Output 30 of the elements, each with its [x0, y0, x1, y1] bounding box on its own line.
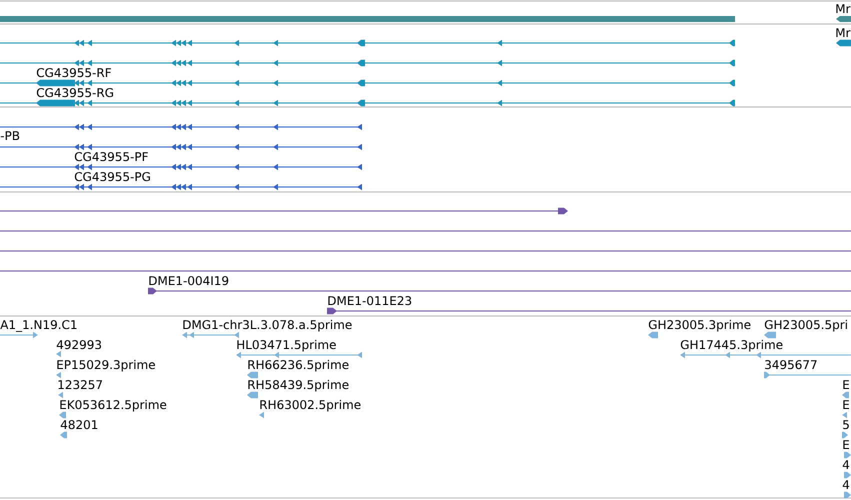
feature-label: CG43955-PF [74, 152, 148, 162]
feature-label: -PB [0, 131, 20, 140]
feature-label: 3495677 [765, 360, 817, 370]
feature-label: 5 [843, 420, 849, 430]
feature-label: Mr [836, 28, 850, 37]
feature-label: HL03471.5prime [237, 340, 336, 352]
feature-label: RH58439.5prime [248, 380, 348, 392]
feature-label: E [843, 380, 849, 389]
feature-label: A1_1.N19.C1 [0, 320, 76, 332]
feature-label: 123257 [58, 380, 102, 390]
feature-label: DME1-011E23 [328, 296, 412, 306]
feature-label: DMG1-chr3L.3.078.a.5prime [183, 320, 352, 332]
feature-label: GH23005.3prime [648, 320, 750, 332]
feature-label: GH23005.5pri [764, 320, 847, 332]
feature-label: EP15029.3prime [57, 360, 155, 372]
feature-label: 4 [842, 480, 850, 489]
feature-label: EK053612.5prime [60, 400, 166, 412]
feature-label: CG43955-RG [36, 88, 114, 98]
feature-label: Mr [836, 4, 850, 13]
feature-label: 492993 [56, 340, 102, 350]
feature-label: 4 [842, 460, 850, 469]
feature-label: E [843, 400, 849, 409]
feature-label: 48201 [60, 420, 98, 430]
feature-label: CG43955-PG [74, 172, 150, 182]
feature-label: GH17445.3prime [680, 340, 782, 352]
feature-label: RH66236.5prime [248, 360, 348, 372]
feature-label: CG43955-RF [36, 68, 111, 78]
feature-label: E [843, 440, 849, 449]
feature-label: DME1-004I19 [149, 276, 228, 286]
feature-label: RH63002.5prime [260, 400, 360, 412]
